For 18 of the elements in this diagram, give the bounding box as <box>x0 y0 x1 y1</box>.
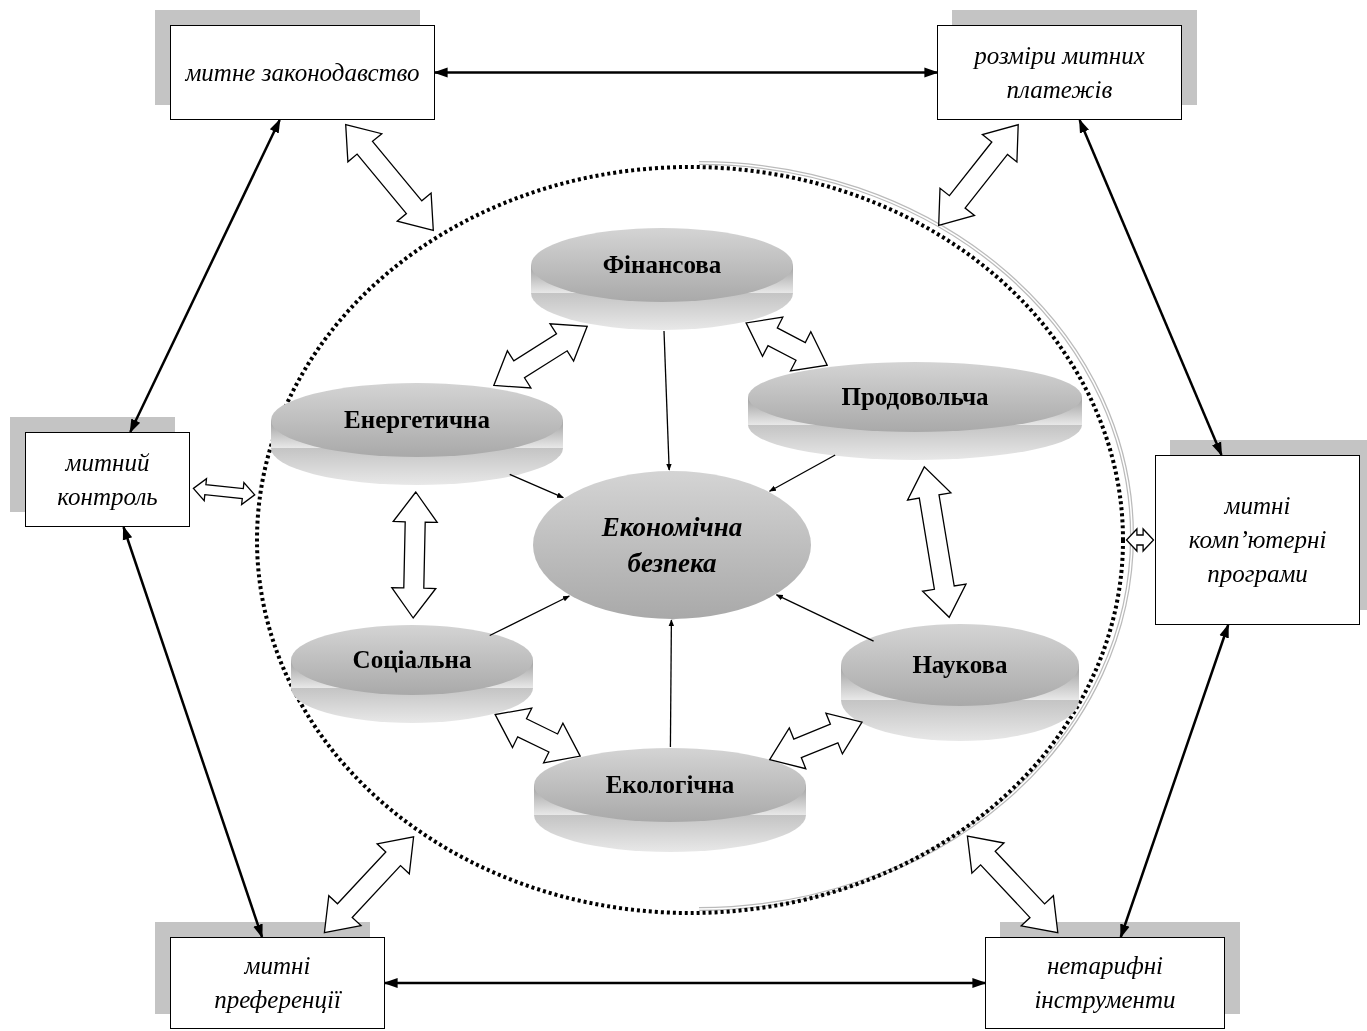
term-box <box>25 432 190 527</box>
box-label: митний контроль <box>56 447 159 512</box>
double-arrow <box>129 118 281 434</box>
term-box <box>170 25 435 120</box>
box-label: нетарифні інструменти <box>1033 951 1177 1015</box>
term-box <box>1155 455 1360 625</box>
term-box <box>937 25 1182 120</box>
box-label: митні преференції <box>213 951 343 1015</box>
box-label: митні комп’ютерні програми <box>1187 491 1328 589</box>
box-label: митне законодавство <box>184 57 421 88</box>
double-arrow <box>1119 623 1230 939</box>
term-box <box>170 937 385 1029</box>
term-box <box>985 937 1225 1029</box>
double-arrow <box>122 525 264 939</box>
double-arrow <box>433 67 939 78</box>
box-label: розміри митних платежів <box>972 40 1146 105</box>
block-arrow <box>192 477 256 506</box>
double-arrow <box>383 978 987 988</box>
